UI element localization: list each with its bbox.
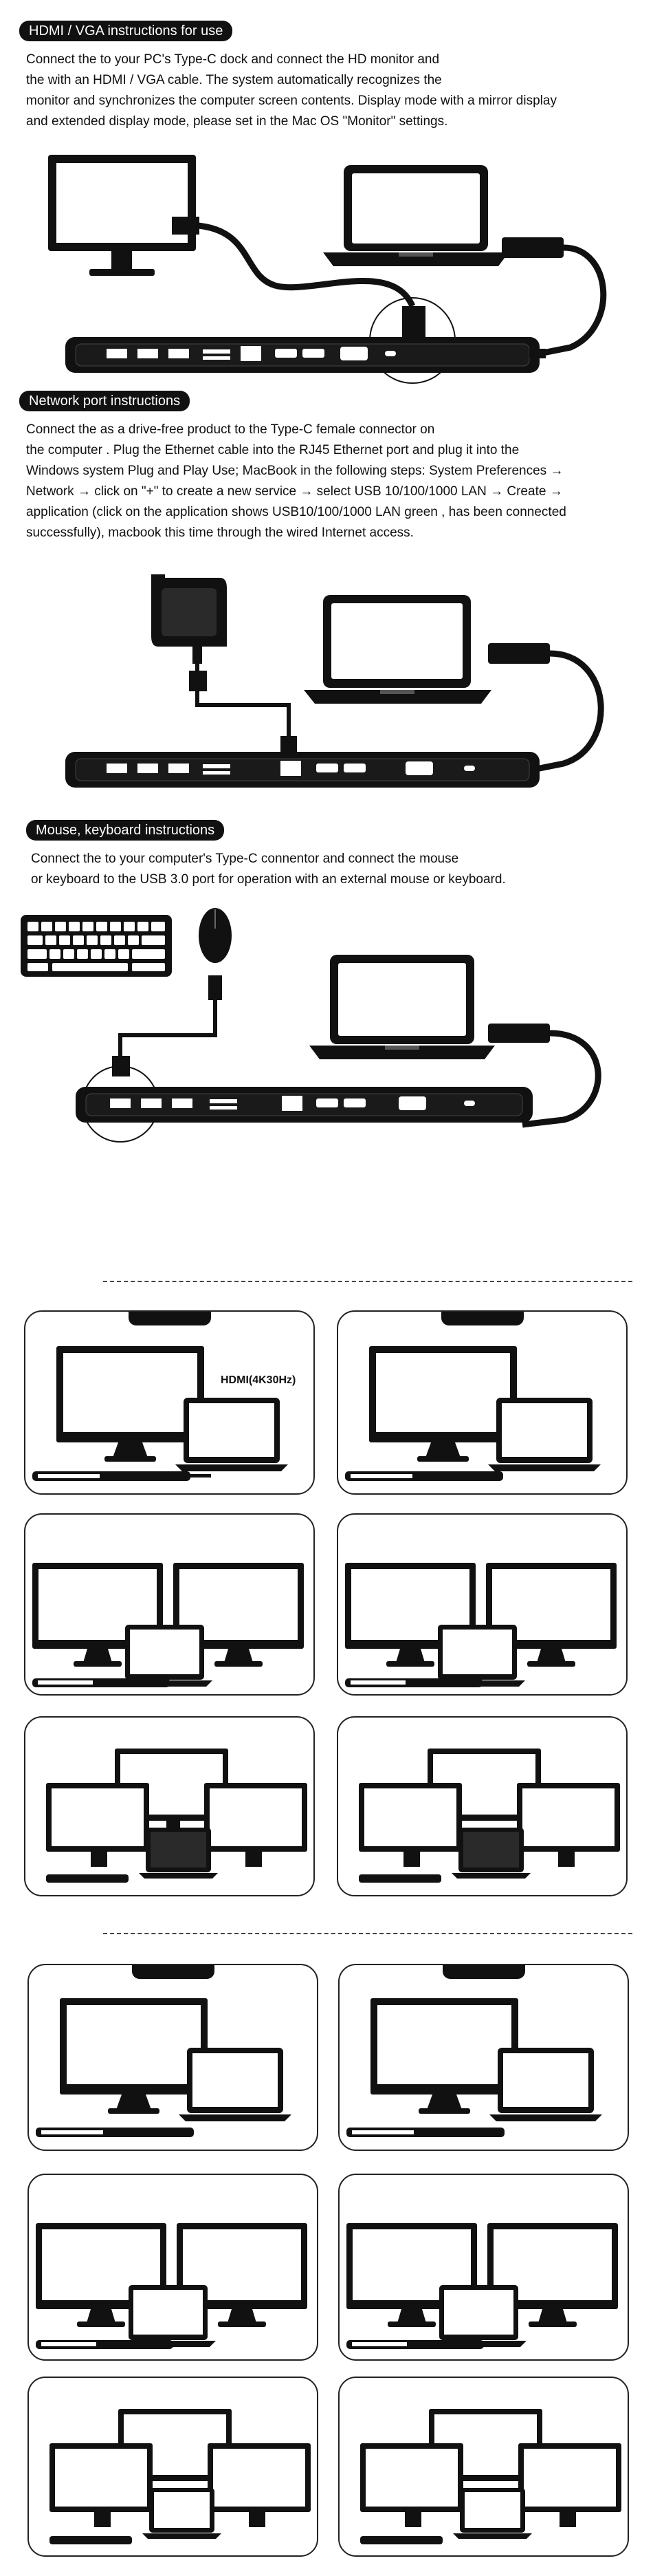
paragraph-line: Connect the to your computer's Type-C co… (31, 852, 459, 866)
paragraph-line: the with an HDMI / VGA cable. The system… (26, 73, 442, 87)
paragraph-line: monitor and synchronizes the computer sc… (26, 94, 557, 108)
paragraph-line: application (click on the application sh… (26, 505, 566, 519)
laptop-icon (304, 595, 491, 704)
paragraph-line: the computer . Plug the Ethernet cable i… (26, 443, 520, 457)
paragraph-line: Network → click on "+" to create a new s… (26, 484, 563, 499)
mouse-icon (199, 908, 232, 1000)
section-divider (103, 1933, 632, 1934)
dual-display-panel (338, 2174, 629, 2361)
router-icon (151, 574, 227, 664)
panel-tab (441, 1312, 524, 1325)
section-divider (103, 1281, 632, 1282)
triple-display-panel (337, 1716, 628, 1896)
paragraph-line: successfully), macbook this time through… (26, 526, 414, 540)
monitor-icon (369, 1346, 517, 1462)
panel-tab (442, 1965, 525, 1979)
dock-icon (76, 1087, 533, 1123)
monitor-icon (48, 155, 196, 276)
panel-tab (128, 1312, 211, 1325)
dock-icon (65, 337, 546, 373)
paragraph-line: Windows system Plug and Play Use; MacBoo… (26, 464, 564, 478)
paragraph-line: Connect the as a drive-free product to t… (26, 422, 435, 437)
laptop-icon (488, 1398, 601, 1471)
single-display-panel (338, 1964, 629, 2151)
dock-icon (65, 752, 540, 788)
hdmi-vga-section-title: HDMI / VGA instructions for use (19, 21, 233, 41)
paragraph-line: Connect the to your PC's Type-C dock and… (26, 52, 440, 67)
hdmi-4k-label: HDMI(4K30Hz) (219, 1374, 298, 1387)
laptop-icon (175, 1398, 288, 1471)
paragraph-line: or keyboard to the USB 3.0 port for oper… (31, 872, 506, 887)
network-diagram (62, 567, 626, 805)
single-display-panel: HDMI(4K30Hz) (24, 1310, 315, 1495)
panel-tab (131, 1965, 214, 1979)
laptop-icon (323, 165, 509, 266)
monitor-icon (56, 1346, 204, 1462)
hdmi-vga-diagram (48, 148, 626, 396)
mouse-keyboard-section-title: Mouse, keyboard instructions (26, 820, 225, 841)
dual-display-panel (24, 1513, 315, 1696)
triple-display-panel (27, 2377, 318, 2557)
triple-display-panel (338, 2377, 629, 2557)
single-display-panel (337, 1310, 628, 1495)
mouse-keyboard-diagram (14, 901, 632, 1149)
network-section-title: Network port instructions (19, 391, 190, 411)
keyboard-icon (21, 915, 172, 977)
single-display-panel (27, 1964, 318, 2151)
paragraph-line: and extended display mode, please set in… (26, 114, 448, 129)
laptop-icon (309, 955, 495, 1059)
dual-display-panel (27, 2174, 318, 2361)
dual-display-panel (337, 1513, 628, 1696)
triple-display-panel (24, 1716, 315, 1896)
